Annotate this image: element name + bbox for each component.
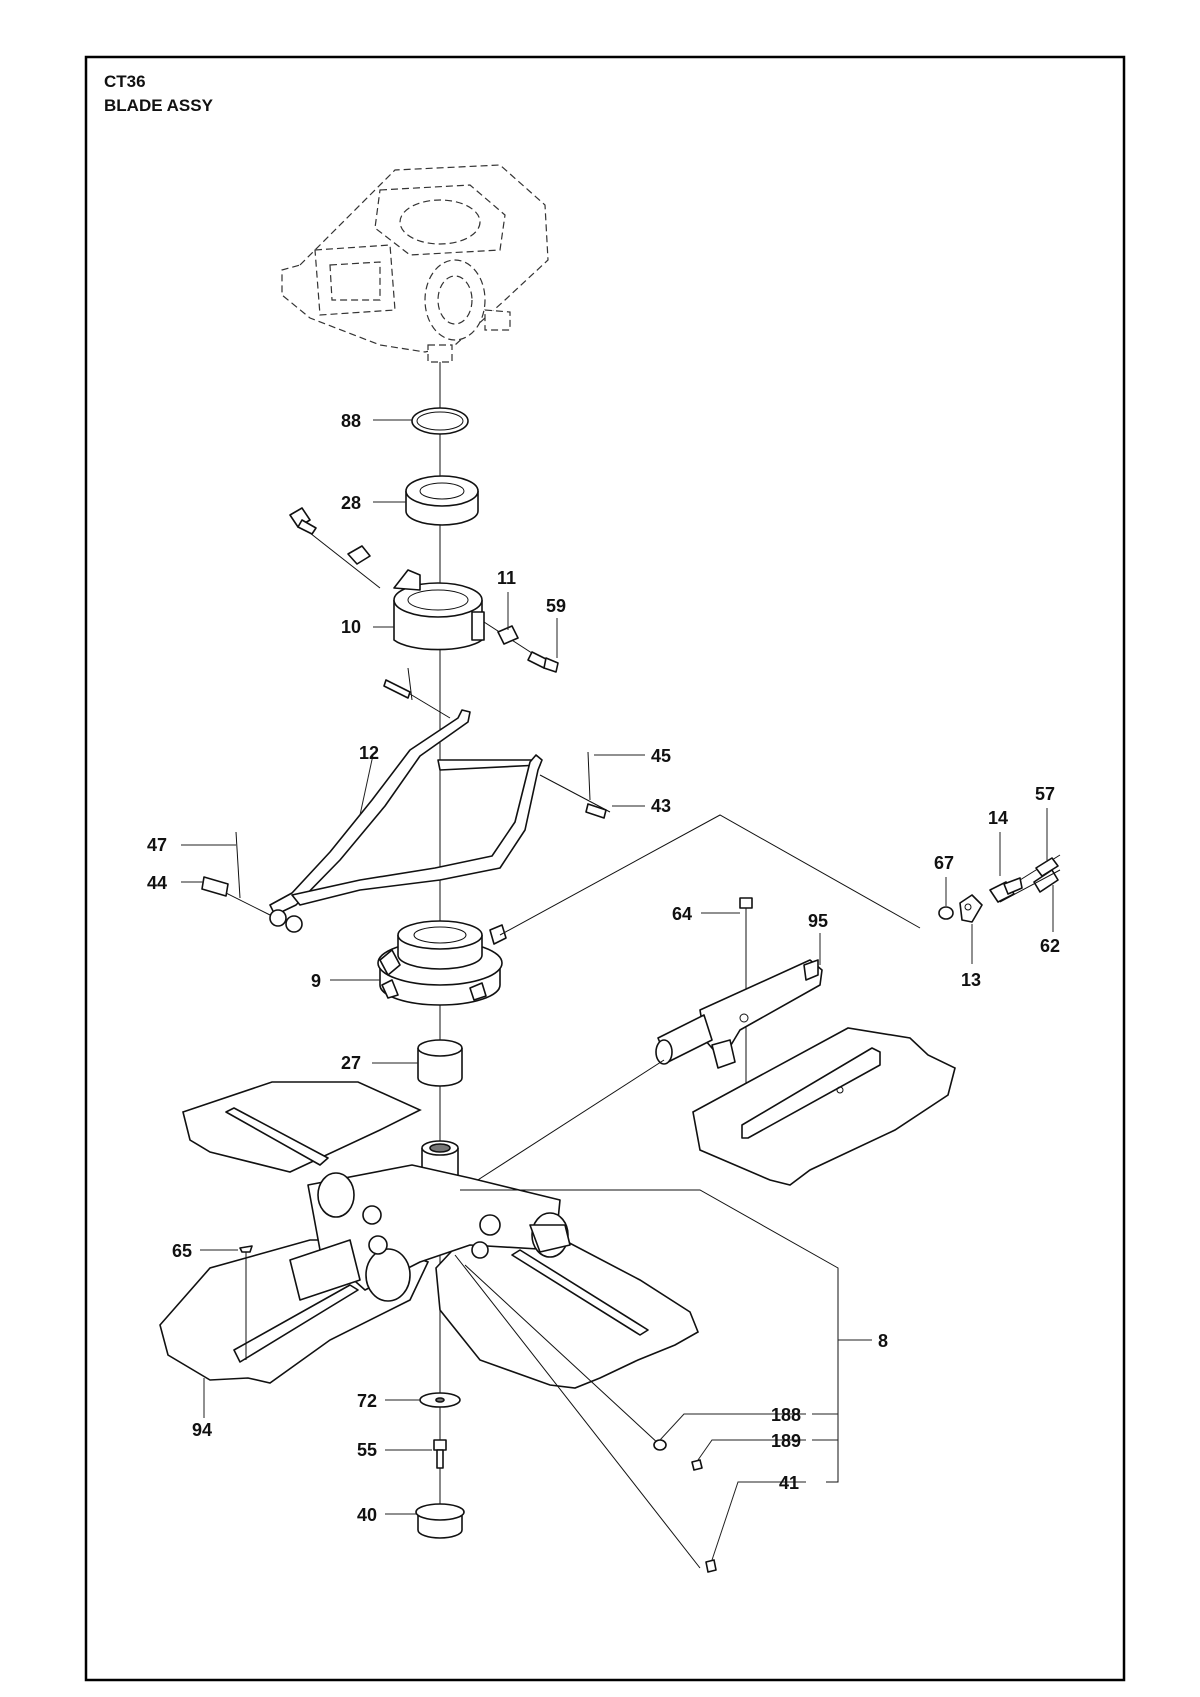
- part-8-blade-carrier: [289, 1140, 839, 1483]
- label-188: 188: [771, 1405, 801, 1425]
- part-11-59-spacer-bolt: [483, 592, 559, 673]
- blade-right: [692, 1027, 956, 1186]
- ref-line-hub-right: [499, 814, 921, 936]
- parts-188-189-41-hardware: [454, 1254, 838, 1573]
- part-47-44-clip-pin: [181, 831, 271, 916]
- pin-top-aframe: [383, 667, 451, 719]
- label-189: 189: [771, 1431, 801, 1451]
- label-44: 44: [147, 873, 167, 893]
- part-88-circlip: [373, 407, 469, 435]
- part-65-screw: [200, 1245, 253, 1360]
- label-94: 94: [192, 1420, 212, 1440]
- label-40: 40: [357, 1505, 377, 1525]
- label-8: 8: [878, 1331, 888, 1351]
- label-64: 64: [672, 904, 692, 924]
- drawing-frame: [84, 55, 1126, 1682]
- label-27: 27: [341, 1053, 361, 1073]
- part-28-bearing: [373, 475, 479, 526]
- label-47: 47: [147, 835, 167, 855]
- model-code: CT36: [104, 72, 146, 91]
- label-62: 62: [1040, 936, 1060, 956]
- part-27-bushing: [372, 1039, 463, 1087]
- label-72: 72: [357, 1391, 377, 1411]
- label-41: 41: [779, 1473, 799, 1493]
- label-57: 57: [1035, 784, 1055, 804]
- bolt-spacer-left: [289, 507, 381, 589]
- label-65: 65: [172, 1241, 192, 1261]
- part-45-43-clip-pin: [539, 751, 645, 819]
- label-12: 12: [359, 743, 379, 763]
- gearbox-reference: [281, 164, 549, 363]
- right-clevis-group: [938, 808, 1061, 964]
- label-43: 43: [651, 796, 671, 816]
- part-12-a-frame: [269, 709, 543, 933]
- label-28: 28: [341, 493, 361, 513]
- part-9-hub-housing: [330, 920, 507, 1006]
- label-14: 14: [988, 808, 1008, 828]
- label-45: 45: [651, 746, 671, 766]
- label-55: 55: [357, 1440, 377, 1460]
- blade-left-top: [182, 1081, 422, 1173]
- assembly-title: BLADE ASSY: [104, 96, 214, 115]
- part-10-clamp: [373, 569, 485, 651]
- label-9: 9: [311, 971, 321, 991]
- label-11: 11: [497, 568, 516, 588]
- part-40-cap: [385, 1503, 465, 1539]
- label-95: 95: [808, 911, 828, 931]
- part-55-bolt: [385, 1439, 447, 1469]
- label-67: 67: [934, 853, 954, 873]
- part-72-washer: [385, 1392, 461, 1408]
- label-88: 88: [341, 411, 361, 431]
- label-59: 59: [546, 596, 566, 616]
- label-13: 13: [961, 970, 981, 990]
- label-10: 10: [341, 617, 361, 637]
